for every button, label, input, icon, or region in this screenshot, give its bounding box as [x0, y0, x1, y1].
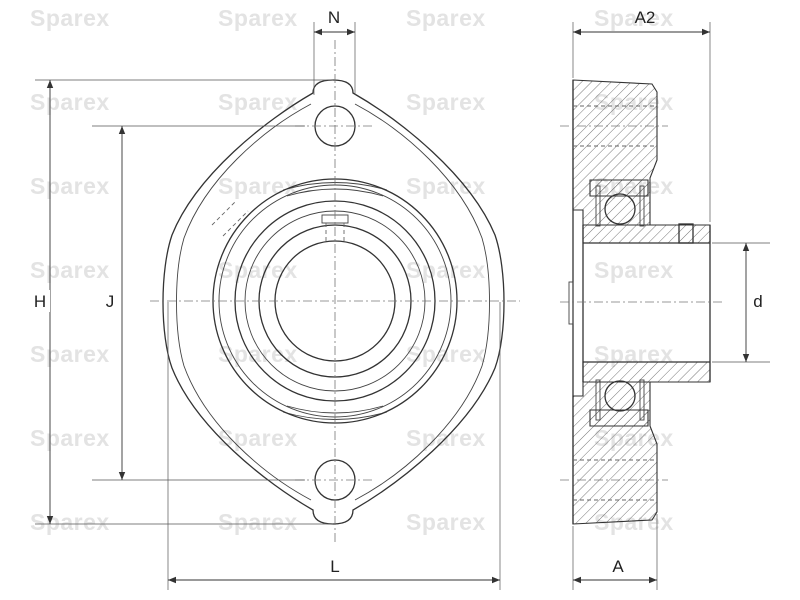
watermark: Sparex — [30, 509, 110, 535]
outer-race-upper — [589, 179, 649, 197]
watermark: Sparex — [406, 341, 486, 367]
seal-lower-left — [595, 379, 601, 421]
label-background — [100, 290, 120, 312]
watermark: Sparex — [594, 5, 674, 31]
watermark: Sparex — [406, 5, 486, 31]
dimension-label-l: L — [330, 557, 339, 576]
watermark: Sparex — [218, 509, 298, 535]
watermark: Sparex — [30, 425, 110, 451]
bearing-ball-upper — [604, 193, 636, 225]
inner-sleeve-upper — [582, 224, 711, 244]
dimension-label-d: d — [753, 292, 762, 311]
watermark: Sparex — [218, 89, 298, 115]
watermark: Sparex — [218, 173, 298, 199]
watermark: Sparex — [30, 89, 110, 115]
watermark: Sparex — [218, 425, 298, 451]
front-view — [150, 40, 520, 545]
inner-sleeve-lower — [582, 361, 711, 383]
side-view-dimensions: A2 d A — [572, 8, 770, 590]
dimension-label-a2: A2 — [635, 8, 656, 27]
watermark: Sparex — [30, 5, 110, 31]
side-section-view — [560, 79, 722, 525]
seal-upper-left — [595, 185, 601, 227]
seal-lower-right — [639, 379, 645, 421]
housing-left-boss — [568, 281, 574, 325]
watermark: Sparex — [594, 257, 674, 283]
dimension-label-n: N — [328, 8, 340, 27]
dimension-label-j: J — [106, 292, 115, 311]
flange-inner-edge — [176, 103, 490, 501]
watermark: Sparex — [30, 173, 110, 199]
flange-outline — [162, 79, 505, 525]
dimension-label-a: A — [612, 557, 624, 576]
watermark: Sparex — [406, 89, 486, 115]
lube-channel-line — [211, 200, 237, 226]
watermark: Sparex — [406, 509, 486, 535]
lube-channel-line — [222, 210, 249, 237]
watermark: Sparex — [218, 5, 298, 31]
front-view-dimensions: N H J L — [30, 8, 501, 590]
housing-boss-bottom-2 — [286, 405, 384, 414]
watermark: Sparex — [218, 257, 298, 283]
dimension-label-h: H — [34, 292, 46, 311]
watermark: Sparex — [218, 341, 298, 367]
watermark: Sparex — [30, 257, 110, 283]
watermark: Sparex — [406, 257, 486, 283]
outer-race-lower — [589, 409, 649, 427]
label-background — [30, 290, 50, 312]
watermark: Sparex — [30, 341, 110, 367]
bearing-ball-lower — [604, 380, 636, 412]
seal-upper-right — [639, 185, 645, 227]
